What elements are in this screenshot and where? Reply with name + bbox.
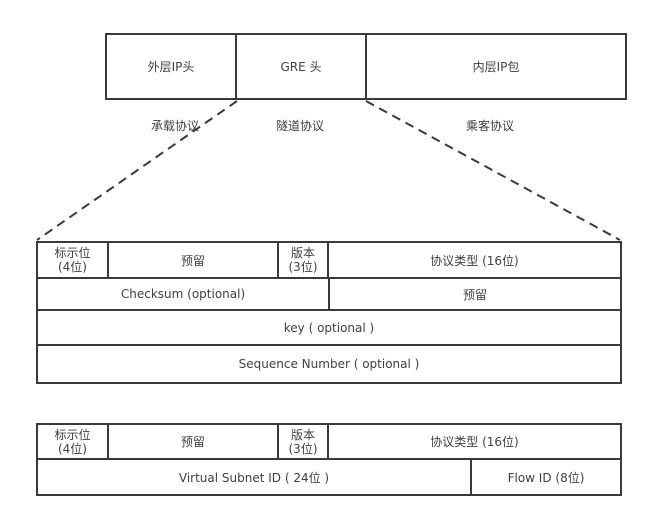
nvgre-vsid-label: Virtual Subnet ID ( 24位 )	[178, 470, 330, 485]
nvgre-version-label: 版本	[290, 427, 315, 442]
gre-checksum-label: Checksum (optional)	[120, 287, 246, 301]
gre-reserved-label: 预留	[180, 253, 205, 268]
gre-table-row-4: Sequence Number ( optional )	[38, 344, 620, 382]
nvgre-flow-id-label: Flow ID (8位)	[507, 470, 585, 485]
gre-version-cell: 版本 (3位)	[279, 243, 329, 277]
gre-reserved2-label: 预留	[462, 287, 487, 302]
nvgre-protocol-type-label: 协议类型 (16位)	[430, 435, 519, 449]
nvgre-protocol-type-cell: 协议类型 (16位)	[329, 425, 620, 458]
gre-key-label: key ( optional )	[283, 320, 375, 335]
gre-flag-label: 标示位	[54, 246, 91, 260]
gre-table-row-3: key ( optional )	[38, 309, 620, 344]
caption-tunnel-protocol: 隧道协议	[275, 119, 325, 133]
gre-header-table: 标示位 (4位) 预留 版本 (3位) 协议类型 (16位) Checksum …	[36, 241, 622, 384]
gre-sequence-label: Sequence Number ( optional )	[238, 357, 420, 371]
gre-table-row-2: Checksum (optional) 预留	[38, 277, 620, 309]
nvgre-flag-cell: 标示位 (4位)	[38, 425, 109, 458]
nvgre-reserved-cell: 预留	[109, 425, 279, 458]
nvgre-version-cell: 版本 (3位)	[279, 425, 329, 458]
left-dashed-line	[36, 100, 238, 241]
outer-ip-header-label: 外层IP头	[147, 60, 195, 74]
gre-version-label: 版本	[290, 246, 315, 260]
nvgre-vsid-cell: Virtual Subnet ID ( 24位 )	[38, 460, 472, 494]
gre-checksum-cell: Checksum (optional)	[38, 279, 330, 309]
nvgre-flag-label: 标示位	[54, 427, 91, 442]
gre-key-cell: key ( optional )	[38, 311, 620, 344]
gre-table-row-1: 标示位 (4位) 预留 版本 (3位) 协议类型 (16位)	[38, 243, 620, 277]
inner-ip-packet-box: 内层IP包	[367, 35, 625, 98]
gre-protocol-type-label: 协议类型 (16位)	[430, 253, 519, 268]
inner-ip-packet-label: 内层IP包	[472, 60, 520, 74]
nvgre-version-bits: (3位)	[288, 441, 318, 456]
gre-version-bits: (3位)	[288, 260, 318, 274]
gre-reserved-cell: 预留	[109, 243, 279, 277]
nvgre-flag-bits: (4位)	[57, 441, 87, 456]
nvgre-reserved-label: 预留	[180, 435, 205, 449]
gre-protocol-type-cell: 协议类型 (16位)	[329, 243, 620, 277]
gre-flag-bits: (4位)	[57, 260, 87, 274]
caption-bearer-protocol: 承载协议	[150, 119, 200, 133]
gre-sequence-cell: Sequence Number ( optional )	[38, 346, 620, 382]
gre-header-label: GRE 头	[280, 60, 322, 74]
nvgre-header-table: 标示位 (4位) 预留 版本 (3位) 协议类型 (16位) Virtual S…	[36, 423, 622, 496]
gre-flag-cell: 标示位 (4位)	[38, 243, 109, 277]
nvgre-table-row-2: Virtual Subnet ID ( 24位 ) Flow ID (8位)	[38, 458, 620, 494]
outer-ip-header-box: 外层IP头	[107, 35, 237, 98]
packet-overview-row: 外层IP头 GRE 头 内层IP包	[105, 33, 627, 100]
nvgre-flow-id-cell: Flow ID (8位)	[472, 460, 620, 494]
caption-passenger-protocol: 乘客协议	[465, 119, 515, 133]
gre-header-box: GRE 头	[237, 35, 367, 98]
nvgre-table-row-1: 标示位 (4位) 预留 版本 (3位) 协议类型 (16位)	[38, 425, 620, 458]
gre-reserved2-cell: 预留	[330, 279, 620, 309]
